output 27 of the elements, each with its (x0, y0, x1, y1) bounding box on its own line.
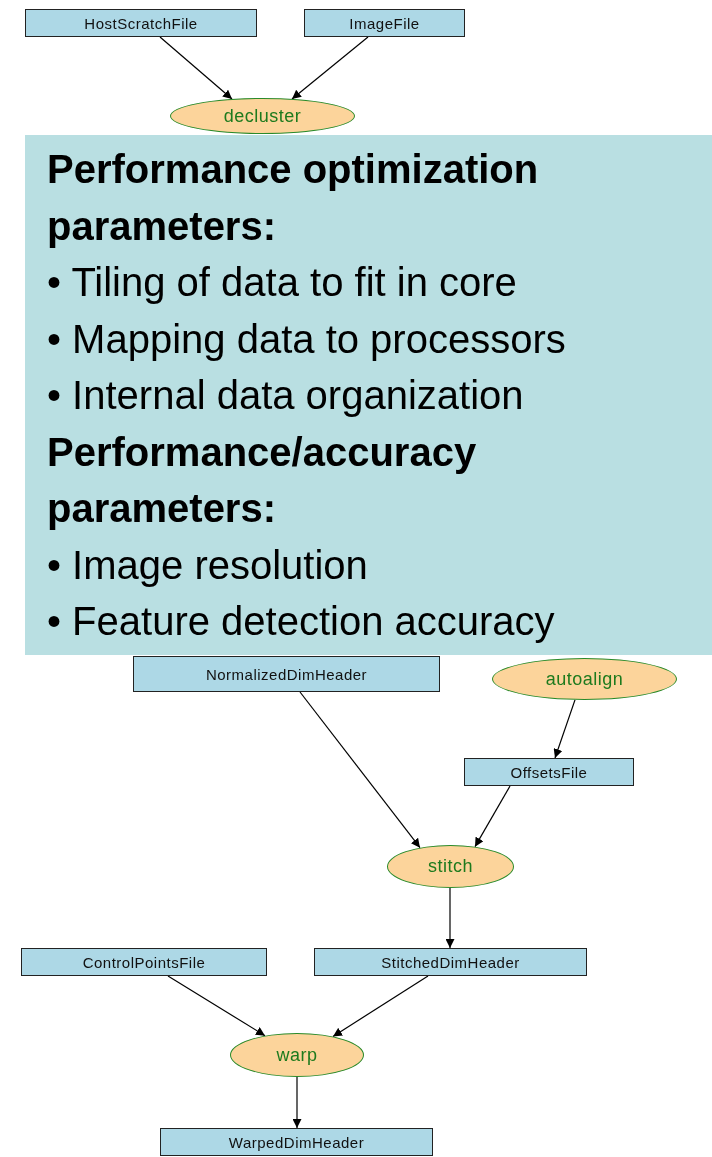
arrow (292, 1076, 302, 1129)
arrow (291, 36, 369, 100)
process-ellipse: decluster (170, 98, 355, 134)
arrow (332, 975, 429, 1038)
note-heading: Performance optimization parameters: (47, 146, 540, 250)
note-panel (25, 135, 712, 655)
file-box: ControlPointsFile (21, 948, 267, 976)
process-ellipse: autoalign (492, 658, 677, 700)
file-box: NormalizedDimHeader (133, 656, 440, 692)
process-ellipse: stitch (387, 845, 514, 888)
file-box: StitchedDimHeader (314, 948, 587, 976)
bullet-item: • Internal data organization (47, 372, 525, 419)
arrow (553, 699, 576, 759)
file-box: ImageFile (304, 9, 465, 37)
arrow (159, 36, 233, 100)
arrow (445, 887, 455, 949)
file-box: WarpedDimHeader (160, 1128, 433, 1156)
arrow (299, 691, 421, 849)
bullet-item: • Tiling of data to fit in core (47, 259, 518, 306)
arrow (167, 975, 266, 1037)
process-ellipse: warp (230, 1033, 364, 1077)
bullet-item: • Image resolution (47, 541, 369, 589)
note-heading: Performance/accuracy parameters: (47, 428, 478, 532)
file-box: HostScratchFile (25, 9, 257, 37)
bullet-item: • Feature detection accuracy (47, 598, 556, 645)
file-box: OffsetsFile (464, 758, 634, 786)
bullet-item: • Mapping data to processors (47, 315, 567, 363)
